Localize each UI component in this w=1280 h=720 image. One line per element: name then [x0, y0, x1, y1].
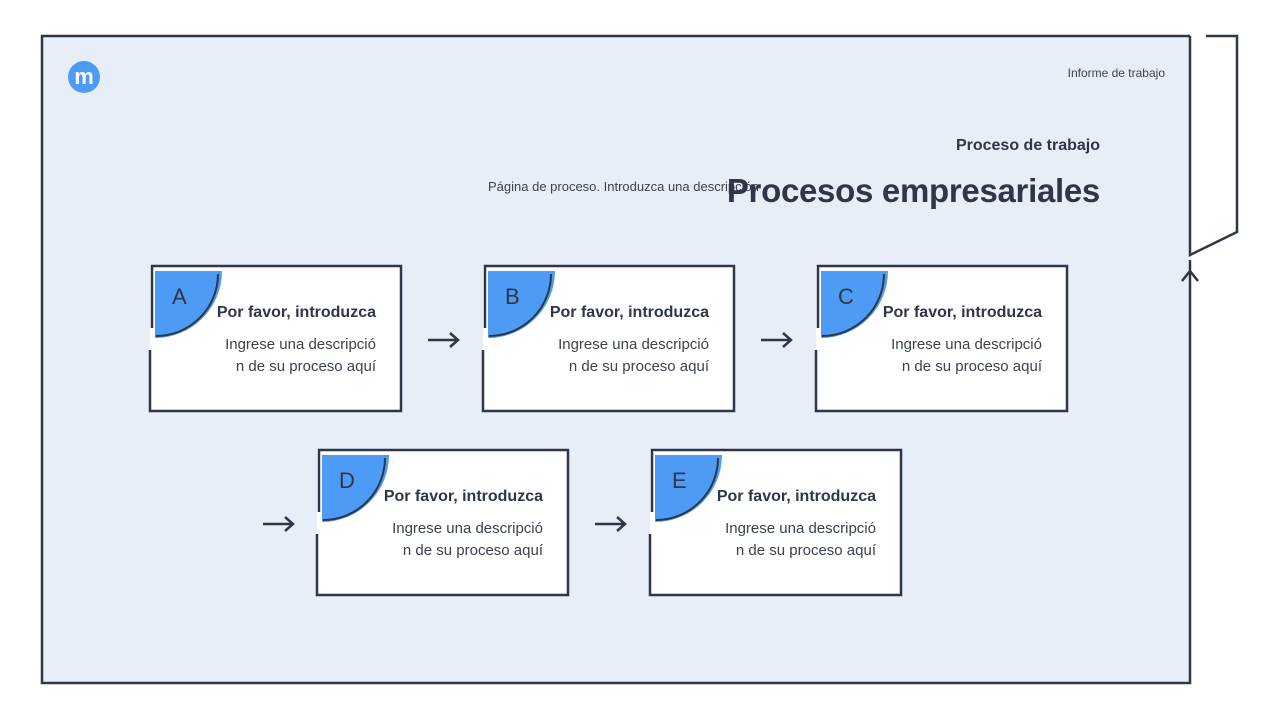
- step-description: Ingrese una descripció n de su proceso a…: [686, 518, 876, 562]
- arrow-right-icon: [595, 516, 627, 532]
- arrow-right-icon: [428, 332, 460, 348]
- step-card-shape: [481, 264, 736, 413]
- step-card-shape: [648, 448, 903, 597]
- step-description-line: n de su proceso aquí: [402, 542, 543, 559]
- step-description-line: Ingrese una descripció: [891, 336, 1042, 353]
- section-title: Proceso de trabajo: [955, 137, 1100, 154]
- step-description-line: n de su proceso aquí: [901, 358, 1042, 375]
- process-step-d: D Por favor, introduzca Ingrese una desc…: [315, 448, 570, 597]
- step-card-shape: [148, 264, 403, 413]
- process-step-c: C Por favor, introduzca Ingrese una desc…: [814, 264, 1069, 413]
- step-description-line: Ingrese una descripció: [725, 520, 876, 537]
- page-subtitle: Página de proceso. Introduzca una descri…: [488, 179, 760, 194]
- step-title: Por favor, introduzca: [882, 304, 1042, 321]
- step-title: Por favor, introduzca: [216, 304, 376, 321]
- step-description: Ingrese una descripció n de su proceso a…: [519, 334, 709, 378]
- step-card-shape: [315, 448, 570, 597]
- step-title: Por favor, introduzca: [716, 488, 876, 505]
- step-letter: C: [838, 284, 854, 309]
- step-description-line: Ingrese una descripció: [225, 336, 376, 353]
- process-step-e: E Por favor, introduzca Ingrese una desc…: [648, 448, 903, 597]
- brand-logo: m: [68, 61, 100, 93]
- step-letter: B: [505, 284, 520, 309]
- step-description-line: n de su proceso aquí: [735, 542, 876, 559]
- report-label: Informe de trabajo: [1067, 66, 1165, 80]
- step-title: Por favor, introduzca: [549, 304, 709, 321]
- step-description-line: n de su proceso aquí: [235, 358, 376, 375]
- step-description: Ingrese una descripció n de su proceso a…: [852, 334, 1042, 378]
- step-letter: A: [172, 284, 187, 309]
- step-description: Ingrese una descripció n de su proceso a…: [186, 334, 376, 378]
- step-description-line: n de su proceso aquí: [568, 358, 709, 375]
- step-description: Ingrese una descripció n de su proceso a…: [353, 518, 543, 562]
- step-card-shape: [814, 264, 1069, 413]
- process-step-a: A Por favor, introduzca Ingrese una desc…: [148, 264, 403, 413]
- arrow-right-icon: [761, 332, 793, 348]
- step-title: Por favor, introduzca: [383, 488, 543, 505]
- arrow-right-icon: [263, 516, 295, 532]
- page-title: Procesos empresariales: [726, 172, 1100, 209]
- step-description-line: Ingrese una descripció: [558, 336, 709, 353]
- step-letter: E: [672, 468, 687, 493]
- step-description-line: Ingrese una descripció: [392, 520, 543, 537]
- process-step-b: B Por favor, introduzca Ingrese una desc…: [481, 264, 736, 413]
- step-letter: D: [339, 468, 355, 493]
